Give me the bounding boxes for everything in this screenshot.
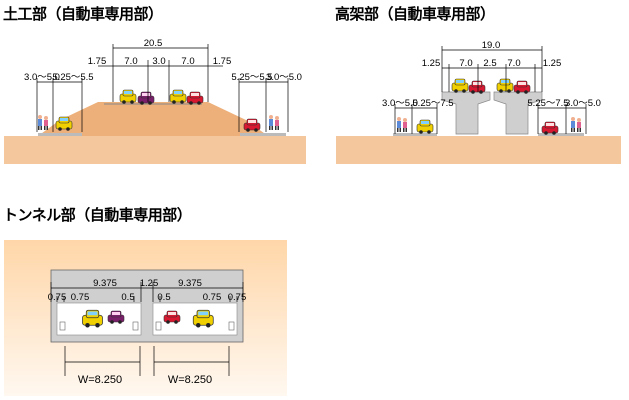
earthwork-diagram: 20.5 1.75 7.0 3.0 7.0 1.75 3.0〜5.0 5.25〜… <box>4 38 306 164</box>
dim-d2: 0.75 <box>71 292 90 303</box>
car-icon <box>169 89 187 105</box>
viaduct-ground <box>336 136 621 164</box>
car-icon <box>541 121 559 136</box>
dim-side-right-walk: 3.0〜5.0 <box>565 98 601 109</box>
car-icon <box>416 119 434 135</box>
dim-lane-right: 7.0 <box>181 56 194 67</box>
car-icon <box>451 78 469 94</box>
dim-d5: 0.75 <box>203 292 222 303</box>
earthwork-title: 土工部（自動車専用部） <box>3 5 163 23</box>
viaduct-pier-left <box>441 91 491 135</box>
viaduct-title: 高架部（自動車専用部） <box>335 5 495 23</box>
dim-shoulder-left: 1.75 <box>88 56 107 67</box>
dim-lane-right: 7.0 <box>507 58 520 69</box>
viaduct-pier-right <box>493 91 543 135</box>
pedestrian-icon <box>269 115 279 130</box>
car-icon <box>513 80 531 95</box>
dim-side-left-walk: 3.0〜5.0 <box>24 72 60 83</box>
dim-median: 3.0 <box>152 56 165 67</box>
dim-side-right-road: 5.25〜7.5 <box>527 98 568 109</box>
dim-lane-left: 7.0 <box>459 58 472 69</box>
dim-lane-left: 7.0 <box>124 56 137 67</box>
dim-side-left-road: 5.25〜7.5 <box>412 98 453 109</box>
dim-width-left: W=8.250 <box>78 374 122 386</box>
pedestrian-icon <box>397 117 407 132</box>
embankment <box>38 102 268 136</box>
pedestrian-icon <box>38 115 48 130</box>
dim-shoulder-right: 1.25 <box>543 58 562 69</box>
dim-center-wall: 1.25 <box>140 278 159 289</box>
car-icon <box>186 91 204 106</box>
dim-side-left-road: 5.25〜5.5 <box>52 72 93 83</box>
dim-shoulder-right: 1.75 <box>213 56 232 67</box>
dim-shoulder-left: 1.25 <box>422 58 441 69</box>
tunnel-diagram: 9.375 1.25 9.375 0.75 0.75 0.5 0.5 0.75 … <box>4 240 287 396</box>
pedestrian-icon <box>571 117 581 132</box>
dim-side-right-walk: 3.0〜5.0 <box>266 72 302 83</box>
dim-width-right: W=8.250 <box>168 374 212 386</box>
dim-median: 2.5 <box>483 58 496 69</box>
dim-d3: 0.5 <box>121 292 134 303</box>
dim-total: 19.0 <box>482 40 501 51</box>
dim-side-left-walk: 3.0〜5.0 <box>382 98 418 109</box>
car-icon <box>137 91 155 106</box>
car-icon <box>496 78 514 94</box>
dim-bore-right: 9.375 <box>178 278 202 289</box>
dim-bore-left: 9.375 <box>93 278 117 289</box>
dim-d4: 0.5 <box>157 292 170 303</box>
tunnel-title: トンネル部（自動車専用部） <box>3 206 192 224</box>
dim-side-right-road: 5.25〜5.5 <box>231 72 272 83</box>
dim-total: 20.5 <box>144 38 163 49</box>
earthwork-ground <box>4 136 306 164</box>
car-icon <box>468 80 486 95</box>
viaduct-diagram: 19.0 1.25 7.0 2.5 7.0 1.25 3.0〜5.0 5.25〜… <box>336 40 621 164</box>
dim-d1: 0.75 <box>48 292 67 303</box>
dim-d6: 0.75 <box>228 292 247 303</box>
car-icon <box>119 89 137 105</box>
